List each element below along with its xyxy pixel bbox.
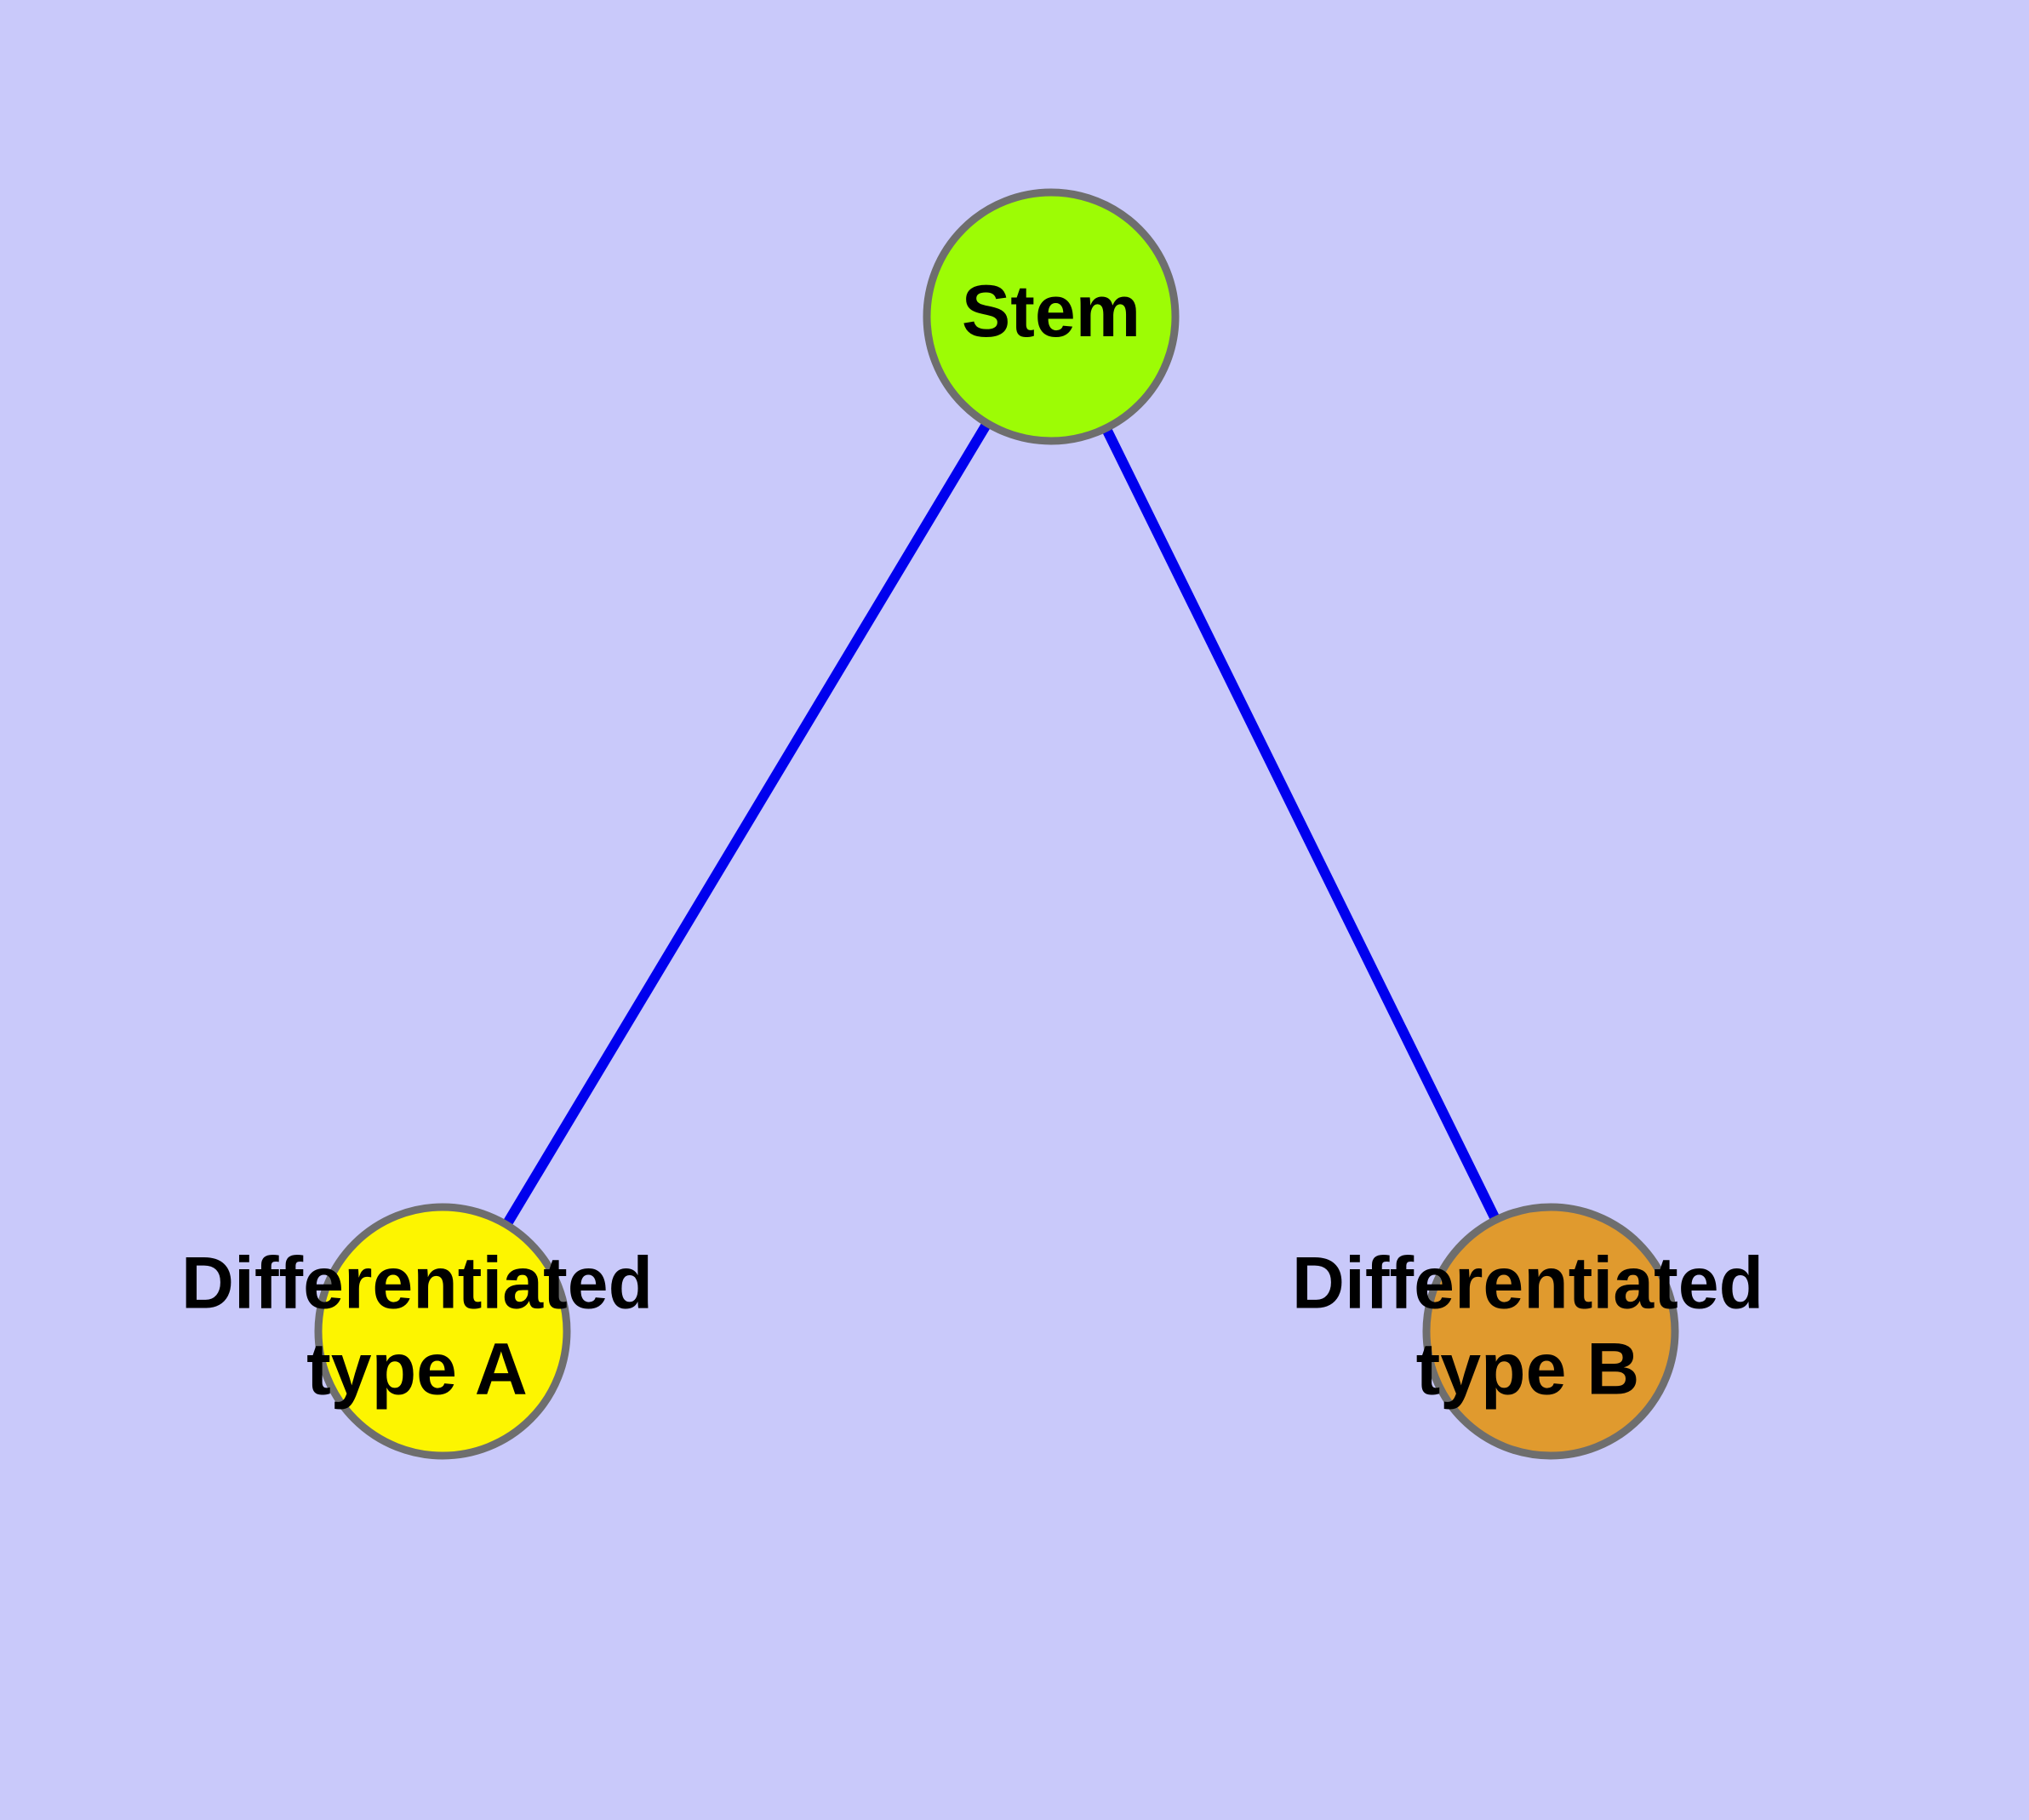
node-circle-stem[interactable] [923, 188, 1180, 445]
node-label-line: type A [306, 1328, 528, 1410]
edge-stem-to-diff-a [437, 313, 1056, 1335]
node-circle-diff_b[interactable] [1422, 1203, 1679, 1460]
nodes-layer [314, 188, 1679, 1460]
node-label-stem: Stem [962, 271, 1140, 352]
node-circle-diff_a[interactable] [314, 1203, 571, 1460]
edges-layer [437, 313, 1556, 1335]
node-label-line: Stem [962, 271, 1140, 352]
edge-stem-to-diff-b [1046, 314, 1556, 1334]
node-label-line: Differentiated [181, 1242, 653, 1324]
node-label-line: Differentiated [1292, 1242, 1763, 1324]
node-label-line: type B [1416, 1328, 1640, 1410]
